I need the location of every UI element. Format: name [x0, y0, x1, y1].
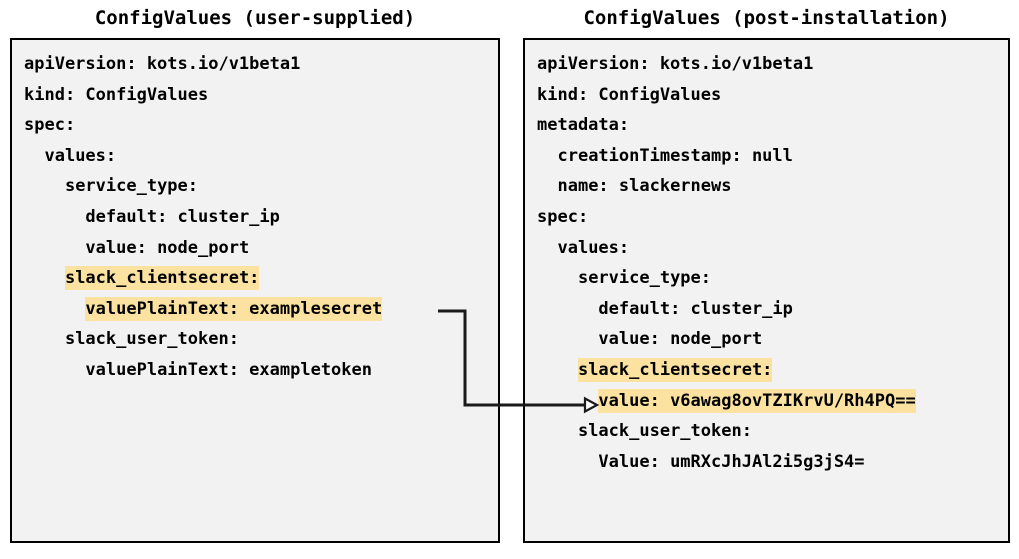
right-yaml-block: apiVersion: kots.io/v1beta1 kind: ConfigV… [525, 49, 1008, 477]
code-line: value: node_port [24, 233, 486, 264]
code-indent [24, 327, 65, 351]
code-text: values: [44, 145, 117, 166]
code-text: metadata: [537, 115, 630, 136]
code-indent [537, 174, 557, 198]
code-line: default: cluster_ip [537, 294, 996, 325]
code-text: name: slackernews [557, 176, 732, 197]
code-text-highlighted: slack_clientsecret: [577, 357, 773, 382]
code-text: spec: [24, 115, 76, 136]
code-text: service_type: [64, 176, 199, 197]
code-line: kind: ConfigValues [537, 80, 996, 111]
code-line: creationTimestamp: null [537, 141, 996, 172]
code-text: kind: ConfigValues [24, 84, 209, 105]
code-indent [537, 236, 557, 260]
code-indent [537, 358, 578, 382]
code-text-highlighted: slack_clientsecret: [64, 266, 260, 291]
code-text: default: cluster_ip [85, 206, 280, 227]
code-text: creationTimestamp: null [557, 145, 793, 166]
code-indent [537, 266, 578, 290]
left-panel-title: ConfigValues (user-supplied) [94, 7, 416, 29]
code-text: spec: [537, 206, 589, 227]
code-indent [537, 327, 598, 351]
code-text: service_type: [577, 268, 712, 289]
code-text: apiVersion: kots.io/v1beta1 [24, 54, 301, 74]
code-line: default: cluster_ip [24, 202, 486, 233]
code-line: values: [24, 141, 486, 172]
code-text: slack_user_token: [64, 329, 239, 350]
code-line: slack_user_token: [24, 324, 486, 355]
right-config-panel: apiVersion: kots.io/v1beta1 kind: ConfigV… [523, 38, 1010, 543]
code-text-highlighted: value: v6awag8ovTZIKrvU/Rh4PQ== [598, 388, 916, 413]
code-indent [537, 450, 598, 474]
code-line: slack_clientsecret: [24, 263, 486, 294]
code-indent [537, 297, 598, 321]
code-text: value: node_port [598, 329, 763, 350]
code-text: slack_user_token: [577, 421, 752, 442]
code-text-highlighted: valuePlainText: examplesecret [85, 296, 383, 321]
code-line: slack_user_token: [537, 416, 996, 447]
code-line: valuePlainText: examplesecret [24, 294, 486, 325]
code-text: default: cluster_ip [598, 298, 793, 319]
code-line: metadata: [537, 110, 996, 141]
code-line: apiVersion: kots.io/v1beta1 [537, 49, 996, 80]
code-line: spec: [24, 110, 486, 141]
code-indent [24, 205, 85, 229]
code-text: Value: umRXcJhJAl2i5g3jS4= [598, 451, 865, 472]
code-indent [24, 297, 85, 321]
code-indent [24, 358, 85, 382]
code-text: values: [557, 237, 630, 258]
code-line: value: node_port [537, 324, 996, 355]
code-text: kind: ConfigValues [537, 84, 722, 105]
code-line: kind: ConfigValues [24, 80, 486, 111]
code-line: name: slackernews [537, 171, 996, 202]
code-line: Value: umRXcJhJAl2i5g3jS4= [537, 447, 996, 478]
code-line: valuePlainText: exampletoken [24, 355, 486, 386]
right-panel-title: ConfigValues (post-installation) [583, 7, 950, 29]
code-line: value: v6awag8ovTZIKrvU/Rh4PQ== [537, 386, 996, 417]
code-line: service_type: [24, 171, 486, 202]
code-line: service_type: [537, 263, 996, 294]
code-line: apiVersion: kots.io/v1beta1 [24, 49, 486, 80]
code-text: value: node_port [85, 237, 250, 258]
code-indent [24, 266, 65, 290]
code-text: apiVersion: kots.io/v1beta1 [537, 54, 814, 74]
code-indent [24, 144, 44, 168]
code-line: spec: [537, 202, 996, 233]
code-indent [537, 389, 598, 413]
left-yaml-block: apiVersion: kots.io/v1beta1 kind: ConfigV… [12, 49, 498, 386]
code-line: values: [537, 233, 996, 264]
code-indent [537, 419, 578, 443]
code-indent [537, 144, 557, 168]
code-line: slack_clientsecret: [537, 355, 996, 386]
left-config-panel: apiVersion: kots.io/v1beta1 kind: ConfigV… [10, 38, 500, 543]
code-indent [24, 174, 65, 198]
code-text: valuePlainText: exampletoken [85, 359, 372, 380]
code-indent [24, 236, 85, 260]
